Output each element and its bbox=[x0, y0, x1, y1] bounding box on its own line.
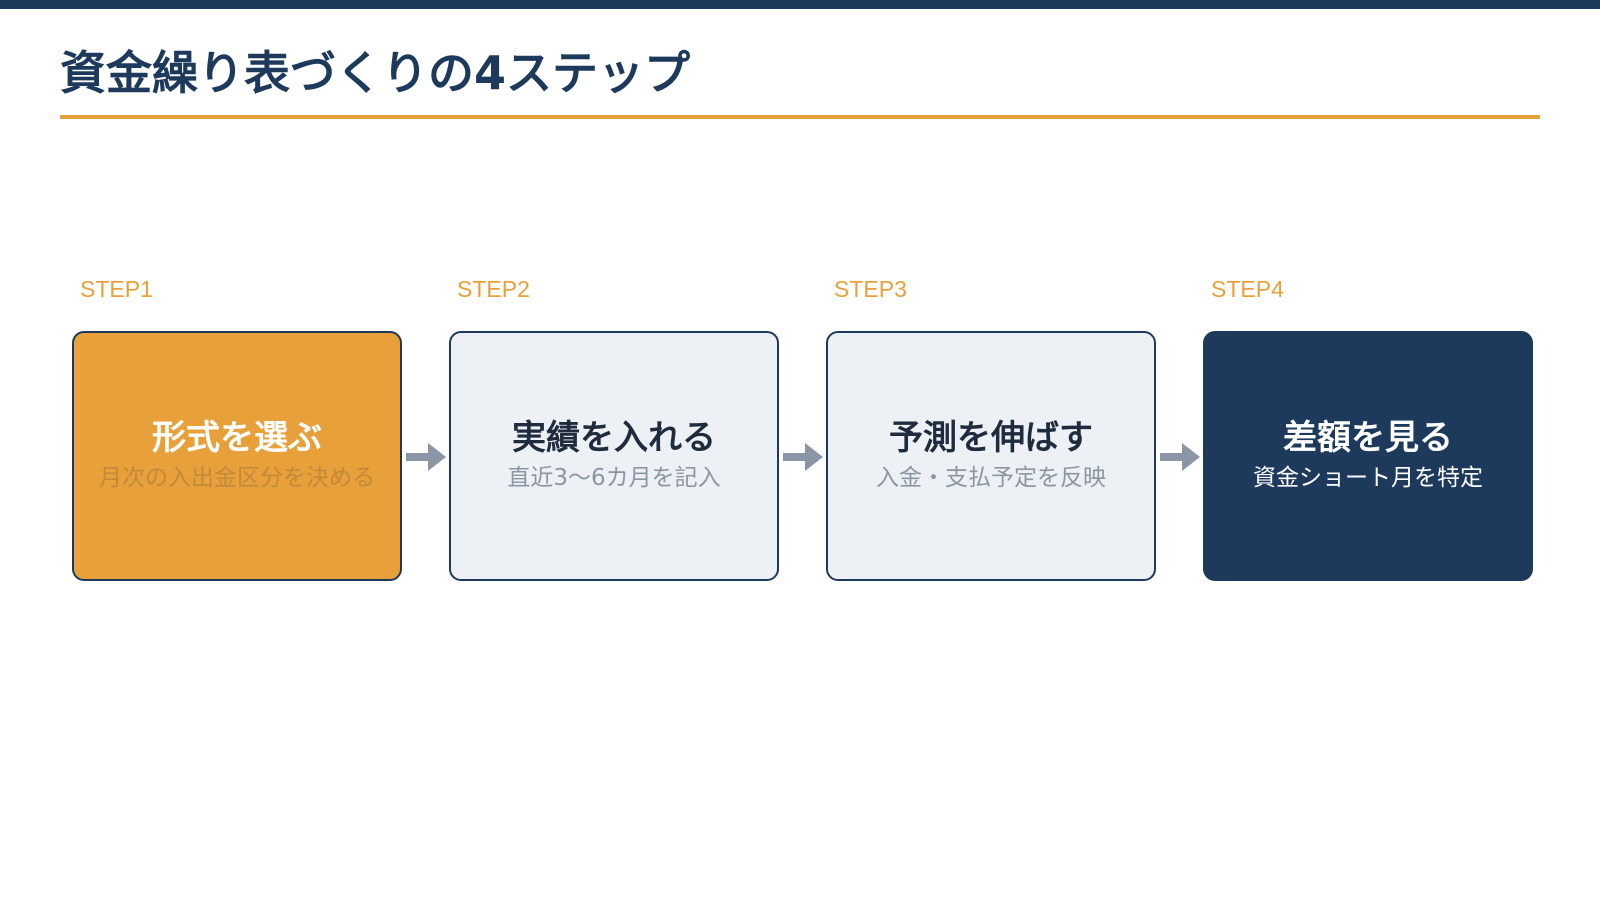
step-2-subtitle: 直近3〜6カ月を記入 bbox=[507, 465, 721, 492]
step-1-card: 形式を選ぶ 月次の入出金区分を決める bbox=[72, 331, 402, 581]
step-2-card: 実績を入れる 直近3〜6カ月を記入 bbox=[449, 331, 779, 581]
step-4-label: STEP4 bbox=[1211, 276, 1284, 302]
step-4-title: 差額を見る bbox=[1283, 417, 1453, 458]
step-3-title: 予測を伸ばす bbox=[889, 417, 1093, 458]
arrow-right-icon bbox=[783, 443, 823, 471]
step-4-subtitle: 資金ショート月を特定 bbox=[1253, 465, 1483, 492]
step-3-label: STEP3 bbox=[834, 276, 907, 302]
top-accent-bar bbox=[0, 0, 1600, 9]
step-1-subtitle: 月次の入出金区分を決める bbox=[99, 465, 375, 492]
step-2-title: 実績を入れる bbox=[512, 417, 716, 458]
arrow-right-icon bbox=[406, 443, 446, 471]
step-1-title: 形式を選ぶ bbox=[152, 417, 322, 458]
step-2-label: STEP2 bbox=[457, 276, 530, 302]
step-4-card: 差額を見る 資金ショート月を特定 bbox=[1203, 331, 1533, 581]
step-1-label: STEP1 bbox=[80, 276, 153, 302]
page-title: 資金繰り表づくりの4ステップ bbox=[60, 46, 691, 100]
step-3-subtitle: 入金・支払予定を反映 bbox=[876, 465, 1106, 492]
arrow-right-icon bbox=[1160, 443, 1200, 471]
title-underline bbox=[60, 115, 1540, 119]
step-3-card: 予測を伸ばす 入金・支払予定を反映 bbox=[826, 331, 1156, 581]
